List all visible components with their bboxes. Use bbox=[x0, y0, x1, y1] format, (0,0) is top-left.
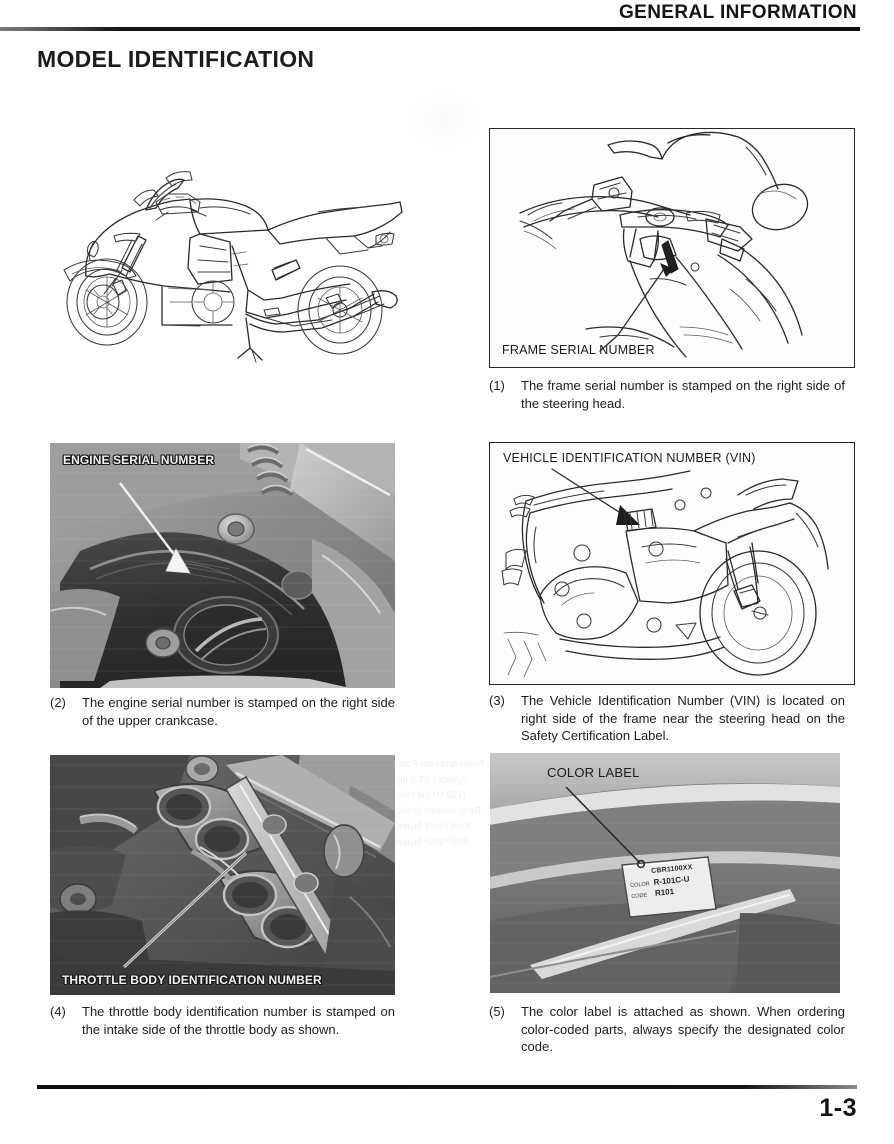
engine-serial-photo: ENGINE SERIAL NUMBER bbox=[50, 443, 395, 688]
frame-serial-panel: FRAME SERIAL NUMBER bbox=[489, 128, 855, 368]
page-number: 1-3 bbox=[819, 1094, 857, 1122]
caption-1-text: The frame serial number is stamped on th… bbox=[521, 378, 845, 411]
color-label-overlay-label: COLOR LABEL bbox=[547, 765, 640, 780]
caption-3: (3) The Vehicle Identification Number (V… bbox=[489, 692, 845, 745]
steering-head-drawing bbox=[519, 131, 809, 358]
caption-4-number: (4) bbox=[50, 1004, 66, 1019]
caption-5-text: The color label is attached as shown. Wh… bbox=[521, 1004, 845, 1054]
caption-4-text: The throttle body identification number … bbox=[82, 1004, 395, 1037]
caption-3-text: The Vehicle Identification Number (VIN) … bbox=[521, 693, 845, 743]
engine-photo-content bbox=[50, 443, 395, 688]
caption-3-number: (3) bbox=[489, 693, 505, 708]
frame-serial-overlay-label: FRAME SERIAL NUMBER bbox=[502, 343, 655, 357]
throttle-body-photo-content bbox=[50, 755, 395, 995]
figure-frame-serial-number: FRAME SERIAL NUMBER bbox=[489, 128, 855, 368]
caption-2-text: The engine serial number is stamped on t… bbox=[82, 695, 395, 728]
caption-1: (1) The frame serial number is stamped o… bbox=[489, 377, 845, 412]
throttle-body-photo: THROTTLE BODY IDENTIFICATION NUMBER bbox=[50, 755, 395, 995]
page-title: MODEL IDENTIFICATION bbox=[37, 46, 315, 72]
section-title: GENERAL INFORMATION bbox=[618, 2, 857, 23]
figure-color-label: CBR1100XX COLOR R-101C-U CODE R101 COLOR… bbox=[490, 753, 840, 993]
figure-engine-serial-number: ENGINE SERIAL NUMBER bbox=[50, 443, 395, 688]
vin-location-drawing bbox=[501, 468, 829, 678]
caption-5: (5) The color label is attached as shown… bbox=[489, 1003, 845, 1056]
caption-1-number: (1) bbox=[489, 378, 505, 393]
caption-4: (4) The throttle body identification num… bbox=[50, 1003, 395, 1038]
color-label-photo: CBR1100XX COLOR R-101C-U CODE R101 COLOR… bbox=[490, 753, 840, 993]
figure-vin: VEHICLE IDENTIFICATION NUMBER (VIN) bbox=[489, 442, 855, 685]
figure-motorcycle-overview bbox=[50, 150, 430, 372]
caption-2: (2) The engine serial number is stamped … bbox=[50, 694, 395, 729]
color-label-photo-content bbox=[490, 753, 840, 993]
footer-divider bbox=[37, 1085, 857, 1089]
page-header: GENERAL INFORMATION bbox=[0, 0, 894, 34]
caption-5-number: (5) bbox=[489, 1004, 505, 1019]
vin-overlay-label: VEHICLE IDENTIFICATION NUMBER (VIN) bbox=[503, 451, 756, 465]
engine-serial-overlay-label: ENGINE SERIAL NUMBER bbox=[63, 453, 215, 467]
sticker-color-key: COLOR bbox=[630, 881, 651, 890]
figure-throttle-body: THROTTLE BODY IDENTIFICATION NUMBER bbox=[50, 755, 395, 995]
vin-panel: VEHICLE IDENTIFICATION NUMBER (VIN) bbox=[489, 442, 855, 685]
sticker-code-value: R101 bbox=[654, 886, 675, 898]
motorcycle-side-view-drawing bbox=[63, 171, 403, 363]
scan-artifact-smudge bbox=[405, 90, 485, 150]
throttle-body-overlay-label: THROTTLE BODY IDENTIFICATION NUMBER bbox=[62, 973, 322, 987]
caption-2-number: (2) bbox=[50, 695, 66, 710]
scan-artifact-bleed-through: Front and rear Four cylinder 87.0 kg (19… bbox=[397, 759, 484, 848]
header-divider bbox=[0, 27, 860, 31]
